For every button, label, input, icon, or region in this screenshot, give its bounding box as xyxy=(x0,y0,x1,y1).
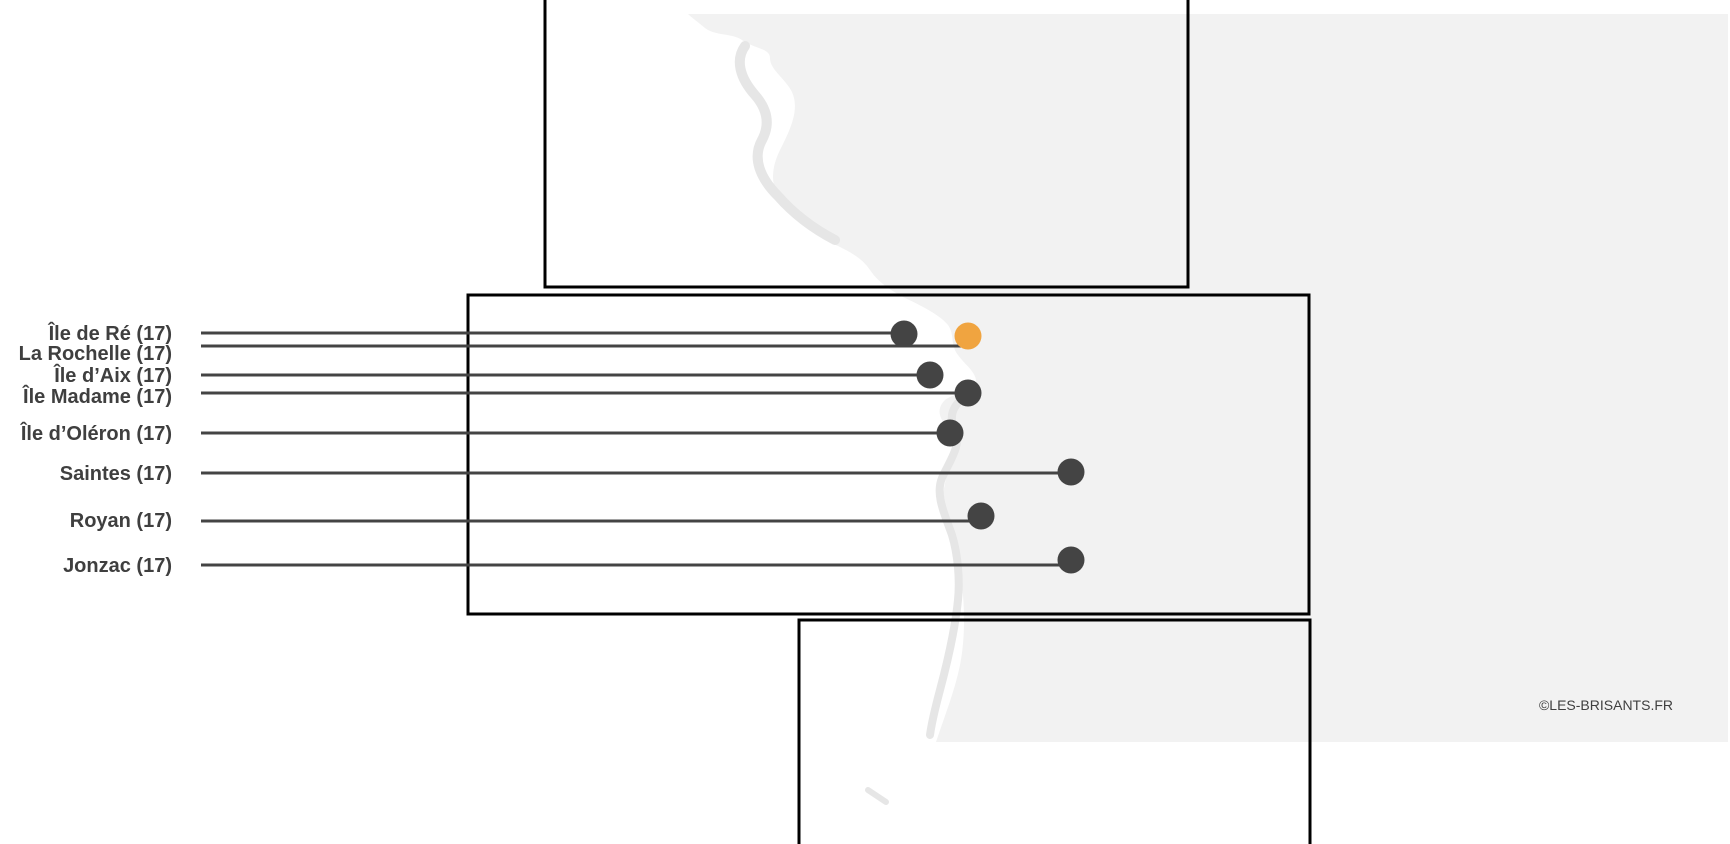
place-label[interactable]: La Rochelle (17) xyxy=(19,343,172,365)
place-label[interactable]: Royan (17) xyxy=(70,510,172,532)
location-marker[interactable] xyxy=(916,361,944,389)
place-label[interactable]: Île de Ré (17) xyxy=(48,321,172,345)
place-label[interactable]: Île d’Oléron (17) xyxy=(20,421,172,445)
place-marker-group[interactable]: Jonzac (17) xyxy=(63,546,1085,578)
map-frame-north xyxy=(543,0,1190,289)
place-label[interactable]: Jonzac (17) xyxy=(63,555,172,577)
place-marker-group[interactable]: Royan (17) xyxy=(70,502,995,533)
location-marker[interactable] xyxy=(1057,546,1085,574)
place-marker-group[interactable]: Île d’Aix (17) xyxy=(53,361,944,389)
highlighted-location-marker[interactable] xyxy=(954,322,982,350)
copyright-text: ©LES-BRISANTS.FR xyxy=(1539,697,1673,713)
land-area xyxy=(688,14,1728,742)
location-marker[interactable] xyxy=(954,379,982,407)
places-layer: Île de Ré (17)La Rochelle (17)Île d’Aix … xyxy=(19,320,1085,578)
coastline-shadow xyxy=(734,41,840,245)
location-marker[interactable] xyxy=(1057,458,1085,486)
location-marker[interactable] xyxy=(936,419,964,447)
coastline-shadow xyxy=(865,787,889,805)
place-marker-group[interactable]: Île d’Oléron (17) xyxy=(20,419,964,447)
map-frame-center xyxy=(466,293,1311,616)
map-frame-south xyxy=(797,618,1312,844)
place-marker-group[interactable]: Île Madame (17) xyxy=(22,379,982,409)
place-label[interactable]: Île d’Aix (17) xyxy=(53,363,172,387)
place-marker-group[interactable]: Saintes (17) xyxy=(60,458,1085,486)
place-marker-group[interactable]: La Rochelle (17) xyxy=(19,322,982,366)
location-marker[interactable] xyxy=(890,320,918,348)
location-marker[interactable] xyxy=(967,502,995,530)
place-label[interactable]: Saintes (17) xyxy=(60,463,172,485)
place-marker-group[interactable]: Île de Ré (17) xyxy=(48,320,918,348)
place-label[interactable]: Île Madame (17) xyxy=(22,384,172,408)
